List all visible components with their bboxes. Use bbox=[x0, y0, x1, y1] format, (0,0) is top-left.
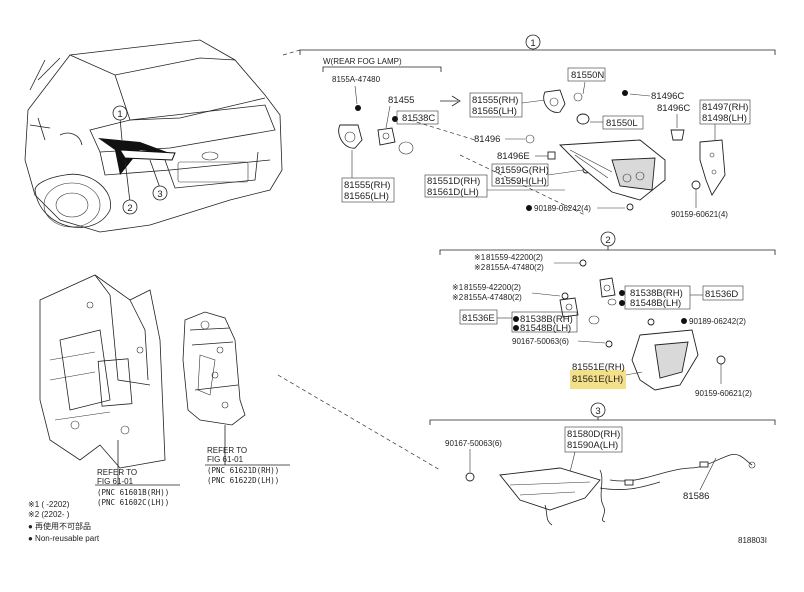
refer-upper-line1: REFER TO bbox=[207, 446, 247, 455]
label-81496: 81496 bbox=[474, 134, 500, 145]
legend-english: ● Non-reusable part bbox=[28, 534, 100, 543]
refer-upper-line2: FIG 61-01 bbox=[207, 455, 244, 464]
section-3-number: 3 bbox=[595, 406, 600, 417]
note-1-a: ※1 bbox=[474, 253, 486, 262]
label-81559-42200-a: 81559-42200(2) bbox=[486, 253, 543, 262]
legend-japanese: ● 再使用不可部品 bbox=[28, 521, 91, 531]
label-81498-lh: 81498(LH) bbox=[702, 113, 747, 124]
refer-lower-line1: REFER TO bbox=[97, 468, 137, 477]
callout-1: 1 bbox=[112, 105, 128, 121]
figure-id: 818803I bbox=[738, 536, 767, 545]
callout-3-label: 3 bbox=[157, 189, 162, 200]
legend-note-1: ※1 ( -2202) bbox=[28, 500, 70, 509]
label-fog-81555-rh: 81555(RH) bbox=[344, 180, 390, 191]
label-81538C: 81538C bbox=[402, 113, 435, 124]
label-81590A-lh: 81590A(LH) bbox=[567, 440, 618, 451]
label-81559H-lh: 81559H(LH) bbox=[495, 176, 547, 187]
label-81559G-rh: 81559G(RH) bbox=[495, 165, 549, 176]
label-81497-rh: 81497(RH) bbox=[702, 102, 748, 113]
refer-upper-line3: (PNC 61621D(RH)) bbox=[207, 466, 279, 475]
label-90189-06242-4: 90189-06242(4) bbox=[534, 204, 591, 213]
label-81548B-lh-a: 81548B(LH) bbox=[630, 298, 681, 309]
section-2-parts: ※1 81559-42200(2) ※2 8155A-47480(2) ※1 8… bbox=[452, 253, 752, 398]
label-81538B-rh-b: 81538B(RH) bbox=[520, 314, 573, 325]
section-1-number: 1 bbox=[530, 38, 535, 49]
refer-box-upper: REFER TO FIG 61-01 (PNC 61621D(RH)) (PNC… bbox=[205, 425, 290, 485]
legend-note-2: ※2 (2202- ) bbox=[28, 510, 70, 519]
refer-lower-line2: FIG 61-01 bbox=[97, 477, 134, 486]
label-81559-42200-b: 81559-42200(2) bbox=[464, 283, 521, 292]
label-81496C-b: 81496C bbox=[657, 103, 690, 114]
refer-lower-line3: (PNC 61601B(RH)) bbox=[97, 488, 169, 497]
section-1-parts: 81550N 81555(RH) 81565(LH) 81550L 81496C… bbox=[409, 67, 751, 219]
label-81555-rh: 81555(RH) bbox=[472, 95, 518, 106]
section-3-parts: 90167-50063(6) 81580D(RH) 81590A(LH) 815… bbox=[445, 426, 756, 526]
label-8155A-47480: 8155A-47480 bbox=[332, 75, 381, 84]
label-81565-lh: 81565(LH) bbox=[472, 106, 517, 117]
label-8155A-47480-b: 8155A-47480(2) bbox=[464, 293, 522, 302]
label-8155A-47480-a: 8155A-47480(2) bbox=[486, 263, 544, 272]
label-81536D: 81536D bbox=[705, 289, 738, 300]
refer-upper-line4: (PNC 61622D(LH)) bbox=[207, 476, 279, 485]
note-1-b: ※1 bbox=[452, 283, 464, 292]
vehicle-rear-illustration bbox=[24, 39, 283, 233]
label-81536E: 81536E bbox=[462, 313, 495, 324]
label-81550L: 81550L bbox=[606, 118, 638, 129]
label-90189-06242-2: 90189-06242(2) bbox=[689, 317, 746, 326]
label-90159-60621-4: 90159-60621(4) bbox=[671, 210, 728, 219]
legend: ※1 ( -2202) ※2 (2202- ) ● 再使用不可部品 ● Non-… bbox=[28, 500, 100, 543]
leader-to-section-3 bbox=[277, 374, 441, 471]
label-81551E-rh: 81551E(RH) bbox=[572, 362, 625, 373]
section-3-frame: 3 bbox=[429, 402, 776, 425]
label-90159-60621-2: 90159-60621(2) bbox=[695, 389, 752, 398]
quarter-panel-illustration bbox=[39, 274, 166, 469]
callout-2-label: 2 bbox=[127, 203, 132, 214]
callout-1-label: 1 bbox=[117, 109, 122, 120]
refer-lower-line4: (PNC 61602C(LH)) bbox=[97, 498, 169, 507]
highlight-81561E bbox=[570, 370, 626, 389]
label-fog-81565-lh: 81565(LH) bbox=[344, 191, 389, 202]
label-90167-50063-6: 90167-50063(6) bbox=[512, 337, 569, 346]
section-2-frame: 2 bbox=[439, 231, 776, 255]
label-81586: 81586 bbox=[683, 491, 709, 502]
label-81496E: 81496E bbox=[497, 151, 530, 162]
label-81455: 81455 bbox=[388, 95, 414, 106]
refer-box-lower: REFER TO FIG 61-01 (PNC 61601B(RH)) (PNC… bbox=[95, 440, 180, 507]
label-81538B-rh-a: 81538B(RH) bbox=[630, 288, 683, 299]
lamp-bracket-illustration bbox=[182, 311, 246, 426]
note-2-b: ※2 bbox=[452, 293, 464, 302]
label-81548B-lh-b: 81548B(LH) bbox=[520, 323, 571, 334]
label-81561D-lh: 81561D(LH) bbox=[427, 187, 479, 198]
note-2-a: ※2 bbox=[474, 263, 486, 272]
section-2-number: 2 bbox=[605, 235, 610, 246]
label-90167-50063-6-s3: 90167-50063(6) bbox=[445, 439, 502, 448]
label-81550N: 81550N bbox=[571, 70, 604, 81]
rear-fog-lamp-group: W(REAR FOG LAMP) 8155A-47480 81455 81538… bbox=[322, 57, 461, 203]
label-81551D-rh: 81551D(RH) bbox=[427, 176, 480, 187]
callout-2: 2 bbox=[122, 199, 138, 215]
label-81580D-rh: 81580D(RH) bbox=[567, 429, 620, 440]
label-81561E-lh: 81561E(LH) bbox=[572, 374, 623, 385]
callout-3: 3 bbox=[152, 185, 168, 201]
leader-to-section-1 bbox=[282, 49, 301, 56]
label-81496C-a: 81496C bbox=[651, 91, 684, 102]
section-1-frame: 1 bbox=[299, 34, 776, 55]
fog-title: W(REAR FOG LAMP) bbox=[323, 57, 402, 66]
